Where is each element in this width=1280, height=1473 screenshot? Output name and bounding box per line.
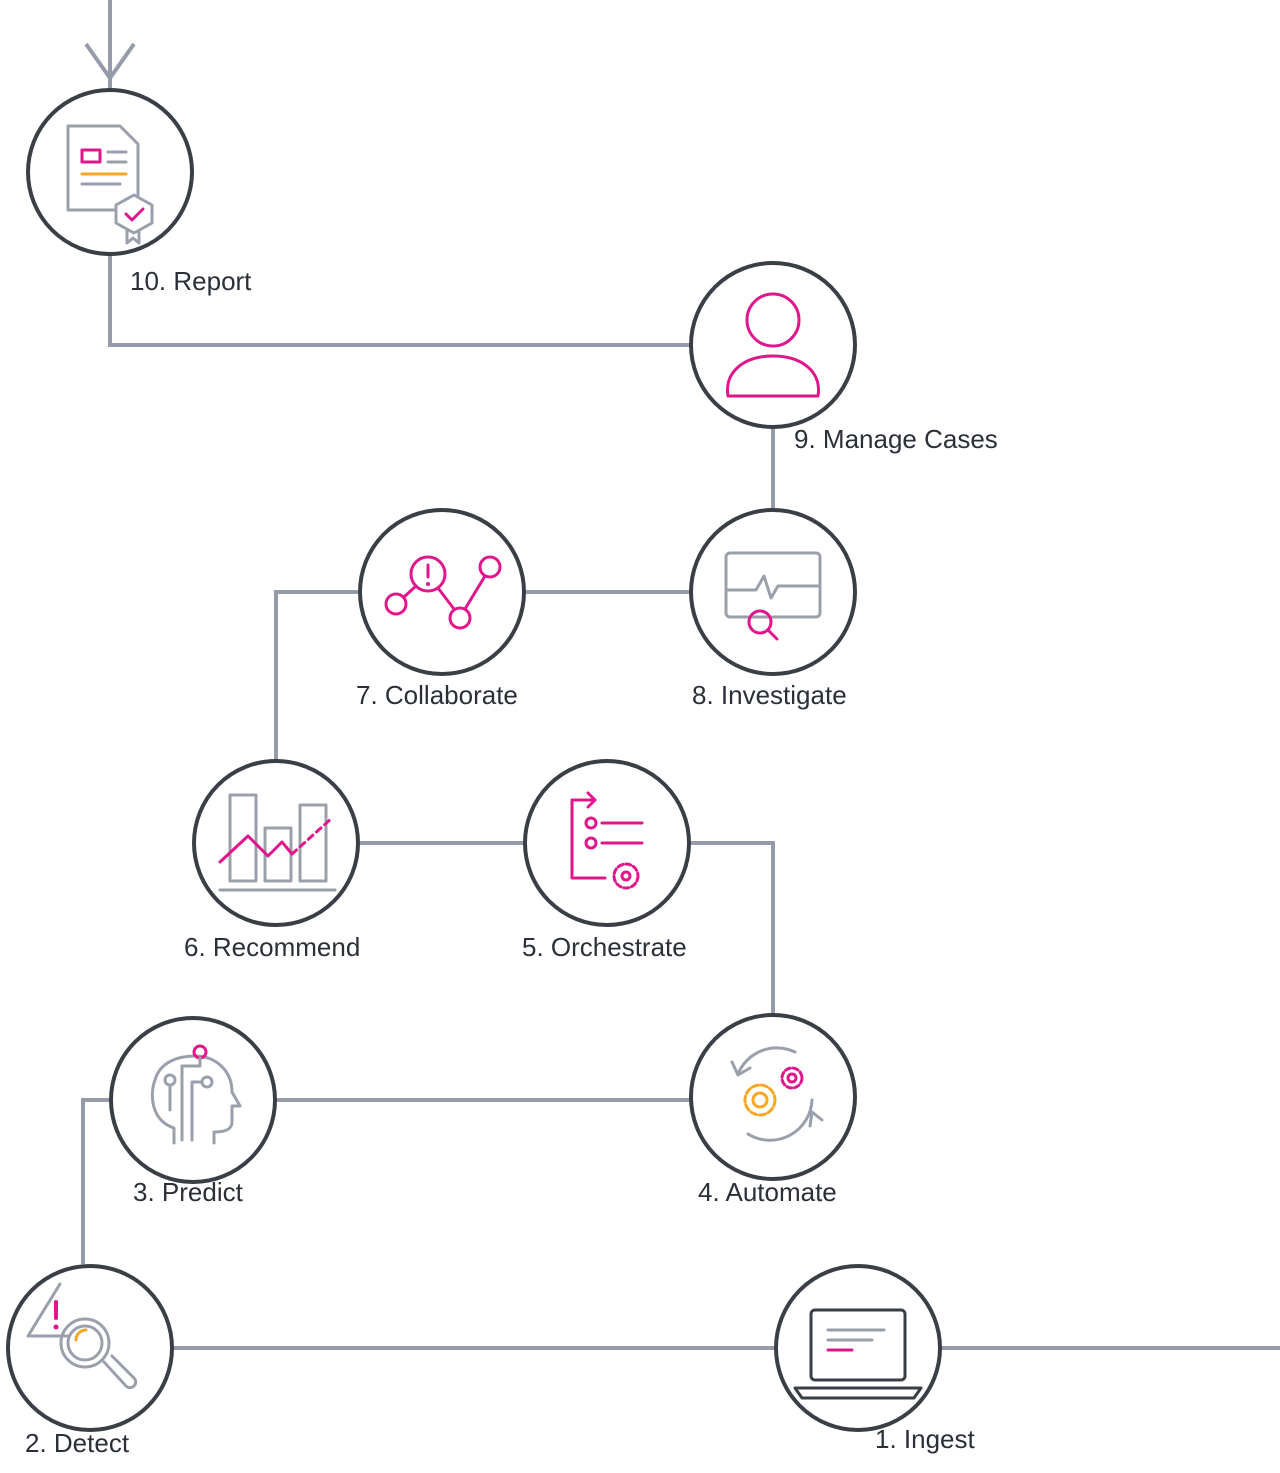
step-label-investigate: 8. Investigate — [692, 680, 847, 710]
network-alert-icon — [384, 555, 502, 630]
connector-automate-orchestrate — [690, 841, 775, 1014]
node-circle-automate — [689, 1013, 857, 1181]
node-circle-ingest — [774, 1264, 942, 1432]
certified-document-icon — [66, 124, 154, 245]
ai-head-icon — [150, 1044, 242, 1145]
connector-recommend-collaborate — [274, 590, 359, 760]
exit-arrowhead — [84, 42, 136, 82]
alert-magnifier-icon — [26, 1282, 138, 1390]
gears-cycle-icon — [730, 1046, 824, 1142]
user-icon — [726, 292, 820, 398]
node-circle-recommend — [192, 759, 360, 927]
node-circle-detect — [6, 1264, 174, 1432]
node-circle-report — [26, 88, 194, 256]
step-label-managecases: 9. Manage Cases — [794, 424, 998, 454]
step-label-orchestrate: 5. Orchestrate — [522, 932, 687, 962]
step-label-detect: 2. Detect — [25, 1428, 130, 1458]
step-label-predict: 3. Predict — [133, 1177, 243, 1207]
step-label-collaborate: 7. Collaborate — [356, 680, 518, 710]
step-label-recommend: 6. Recommend — [184, 932, 361, 962]
step-label-automate: 4. Automate — [698, 1177, 837, 1207]
monitor-search-icon — [724, 551, 822, 641]
flow-connectors — [81, 0, 1280, 1350]
step-label-ingest: 1. Ingest — [875, 1424, 975, 1454]
bar-trend-icon — [218, 793, 337, 892]
connector-detect-predict — [81, 1098, 110, 1264]
step-label-report: 10. Report — [130, 266, 252, 296]
laptop-icon — [793, 1308, 923, 1400]
connector-managecases-report — [108, 253, 690, 347]
checklist-gear-icon — [570, 791, 644, 890]
